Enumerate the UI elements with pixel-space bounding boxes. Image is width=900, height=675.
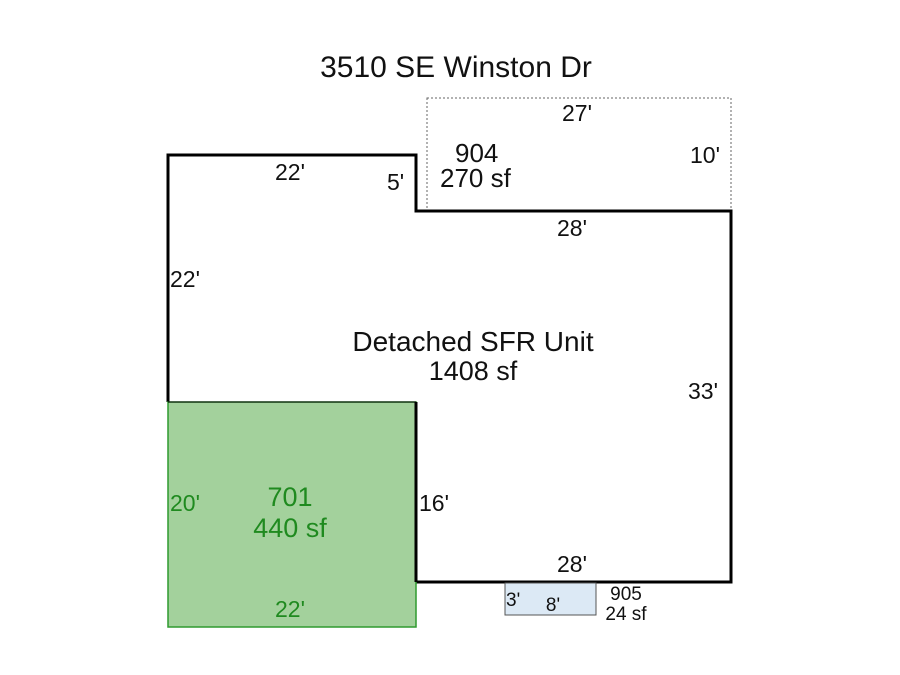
area-701	[167, 401, 417, 628]
area-904-code: 904	[455, 138, 498, 168]
dim-905-width: 8'	[546, 595, 560, 616]
dim-904-top: 27'	[562, 100, 592, 126]
dim-main-step: 5'	[387, 169, 404, 195]
sketch-title: 3510 SE Winston Dr	[320, 51, 592, 84]
dim-main-inner: 16'	[419, 490, 449, 516]
area-905-code: 905	[610, 584, 642, 605]
area-701-area: 440 sf	[253, 513, 327, 543]
dim-701-left: 20'	[170, 490, 200, 516]
dim-905-left: 3'	[506, 590, 520, 611]
dim-701-bottom: 22'	[275, 596, 305, 622]
main-outline	[166, 153, 733, 584]
dim-main-top-right: 28'	[557, 215, 587, 241]
main-area-name: Detached SFR Unit	[352, 326, 593, 357]
dim-main-top-left: 22'	[275, 159, 305, 185]
area-701-code: 701	[267, 482, 312, 512]
dim-904-right: 10'	[690, 142, 720, 168]
dim-main-right: 33'	[688, 378, 718, 404]
dim-main-left: 22'	[170, 266, 200, 292]
area-904-area: 270 sf	[440, 163, 512, 193]
main-area-size: 1408 sf	[429, 356, 518, 386]
dim-main-bottom: 28'	[557, 551, 587, 577]
area-905	[504, 582, 597, 616]
area-905-area: 24 sf	[605, 604, 647, 625]
